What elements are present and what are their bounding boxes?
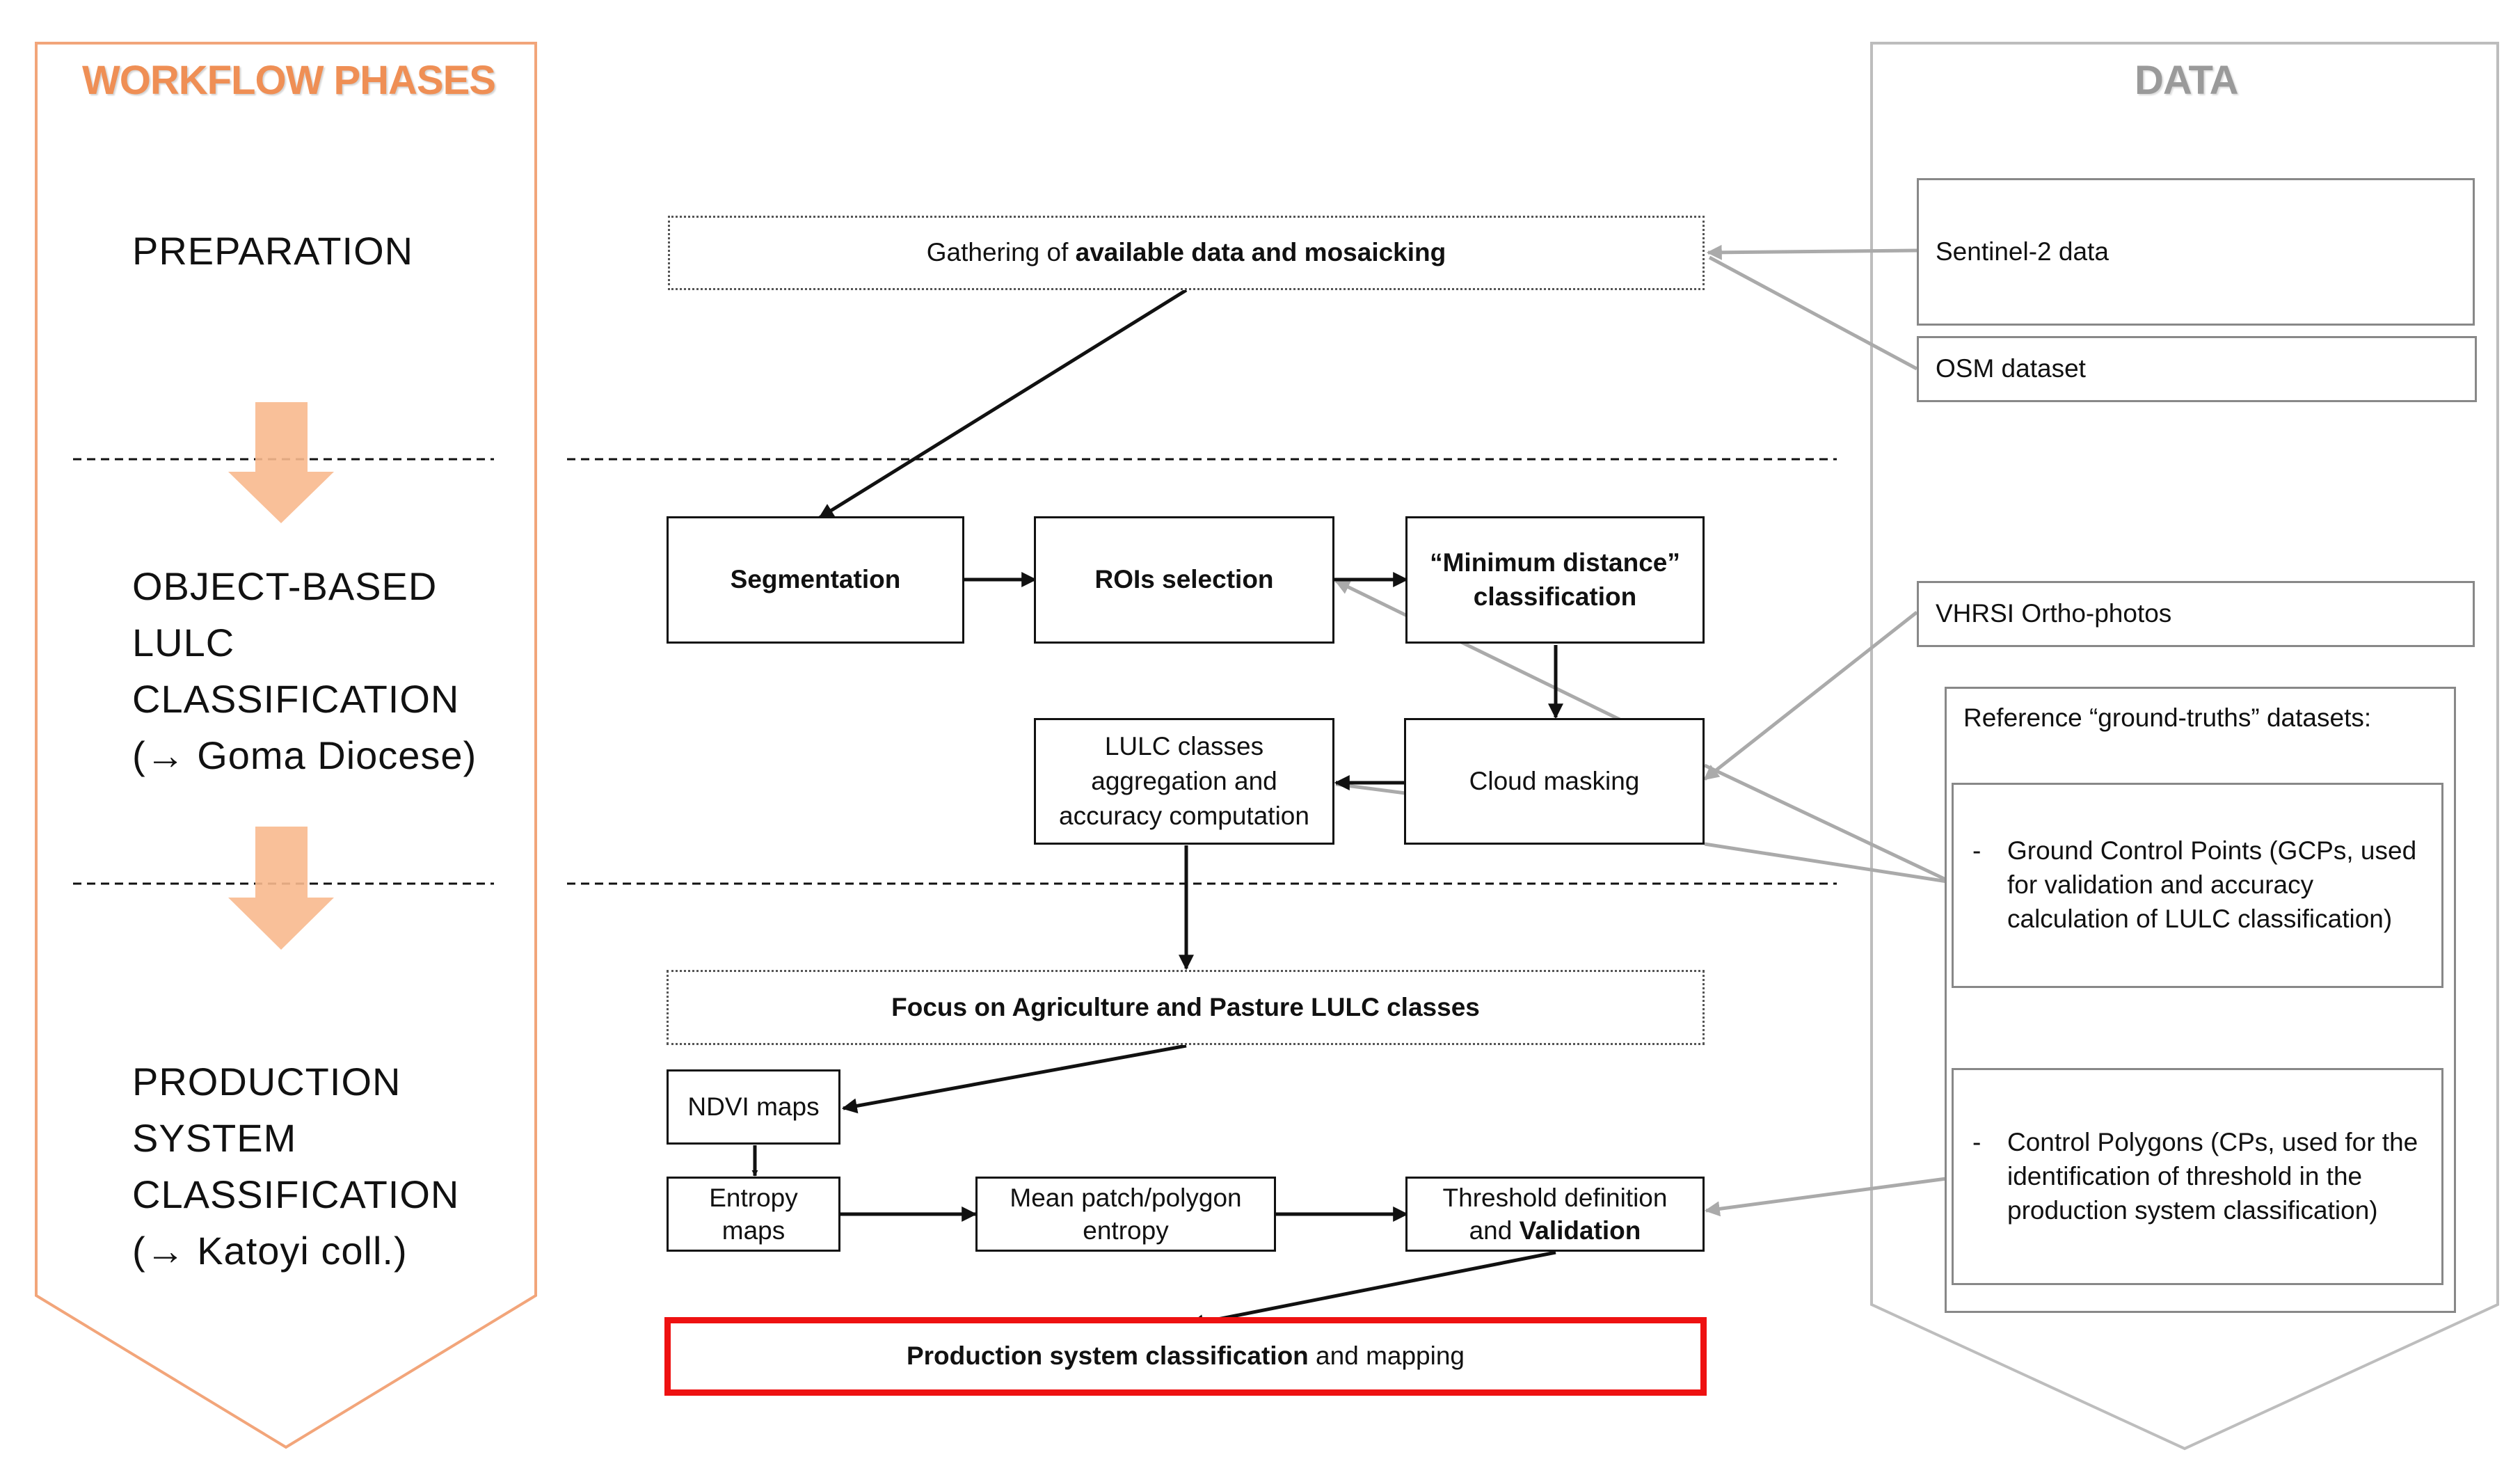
gcp-line-1: Ground Control Points (GCPs, used [2007,836,2417,865]
lulc-aggregation-box: LULC classes aggregation and accuracy co… [1034,718,1334,845]
phase-down-arrow-2 [228,827,334,950]
focus-to-ndvi-arrow [841,1044,1187,1114]
phase-production-system: PRODUCTION SYSTEM CLASSIFICATION (→ Kato… [132,1053,459,1279]
gcp-to-cloud-masking-lower-connector [1704,842,1952,884]
phase-production-line-2: SYSTEM [132,1116,297,1160]
phase-down-arrow-1 [228,402,334,523]
gcp-to-lulc-aggregation-connector [1335,782,1406,795]
gcp-line-3: calculation of LULC classification) [2007,905,2393,933]
segmentation-label: Segmentation [730,565,901,594]
phase-object-based-line-2: LULC [132,621,235,664]
phase-production-line-1: PRODUCTION [132,1060,401,1104]
phase-production-line-3: CLASSIFICATION [132,1172,460,1216]
ndvi-maps-label: NDVI maps [687,1092,820,1121]
mean-patch-entropy-box: Mean patch/polygon entropy [975,1177,1276,1252]
osm-to-gathering-connector [1708,255,1918,371]
rois-selection-box: ROIs selection [1034,516,1334,644]
gcp-to-cloud-masking-connector [1703,763,1953,884]
vhrsi-to-cloud-masking-connector [1703,611,1918,781]
data-heading: DATA [2135,58,2238,103]
gathering-text-bold: available data and mosaicking [1075,238,1446,267]
cp-line-1: Control Polygons (CPs, used for the [2007,1128,2418,1156]
lulc-aggregation-line-3: accuracy computation [1059,802,1309,831]
mean-patch-line-1: Mean patch/polygon [1010,1183,1242,1212]
sentinel-2-box: Sentinel-2 data [1917,178,2475,326]
lulc-aggregation-line-2: aggregation and [1091,766,1277,795]
gcp-line-2: for validation and accuracy [2007,870,2314,899]
segmentation-box: Segmentation [667,516,964,644]
osm-dataset-box: OSM dataset [1917,336,2477,402]
threshold-validation-box: Threshold definition and Validation [1405,1177,1705,1252]
workflow-phases-panel [35,42,537,1449]
cp-to-threshold-connector [1704,1176,1952,1217]
rois-selection-label: ROIs selection [1094,565,1274,594]
gcp-dash: - [1972,836,1981,865]
reference-datasets-title: Reference “ground-truths” datasets: [1963,703,2372,732]
sentinel-2-label: Sentinel-2 data [1936,237,2109,266]
min-distance-line-2: classification [1473,582,1637,611]
cp-line-2: identification of threshold in the [2007,1162,2363,1190]
vhrsi-label: VHRSI Ortho-photos [1936,599,2172,628]
data-panel [1870,42,2499,1451]
production-classification-box: Production system classification and map… [664,1317,1707,1396]
cp-line-3: production system classification) [2007,1196,2378,1225]
phase-object-based-lulc: OBJECT-BASED LULC CLASSIFICATION (→ Goma… [132,558,477,783]
production-classification-bold: Production system classification [906,1341,1309,1371]
cloud-masking-box: Cloud masking [1404,718,1705,845]
cp-box [1952,1068,2443,1285]
phase-object-based-line-1: OBJECT-BASED [132,564,438,608]
entropy-maps-line-2: maps [721,1216,785,1245]
reference-to-rois-connector [1334,579,1622,722]
cloud-masking-label: Cloud masking [1469,766,1640,795]
entropy-maps-box: Entropy maps [667,1177,840,1252]
focus-agriculture-label: Focus on Agriculture and Pasture LULC cl… [891,992,1480,1021]
min-distance-line-1: “Minimum distance” [1430,548,1680,577]
osm-dataset-label: OSM dataset [1936,354,2086,383]
gcp-box [1952,783,2443,988]
phase-preparation: PREPARATION [132,223,413,279]
phase-object-based-line-4: (→ Goma Diocese) [132,733,477,777]
mean-patch-line-2: entropy [1083,1216,1169,1245]
production-classification-text: and mapping [1308,1341,1465,1371]
entropy-maps-line-1: Entropy [709,1183,798,1212]
workflow-phases-heading: WORKFLOW PHASES [82,58,496,103]
vhrsi-box: VHRSI Ortho-photos [1917,581,2475,647]
phase-preparation-line: PREPARATION [132,229,414,273]
ndvi-maps-box: NDVI maps [667,1069,840,1145]
gathering-box: Gathering of available data and mosaicki… [668,216,1705,290]
threshold-line-1: Threshold definition [1442,1183,1668,1212]
gcp-text: - Ground Control Points (GCPs, used for … [1972,834,2417,936]
min-distance-classification-box: “Minimum distance” classification [1405,516,1705,644]
lulc-aggregation-line-1: LULC classes [1104,731,1264,760]
sentinel-to-gathering-connector [1706,244,1917,260]
threshold-line-2: and [1469,1216,1520,1245]
phase-production-line-4: (→ Katoyi coll.) [132,1229,408,1273]
threshold-to-production-arrow [1188,1250,1556,1330]
cp-dash: - [1972,1128,1981,1156]
cp-text: - Control Polygons (CPs, used for the id… [1972,1125,2418,1227]
focus-agriculture-box: Focus on Agriculture and Pasture LULC cl… [667,970,1705,1045]
phase-object-based-line-3: CLASSIFICATION [132,677,460,721]
gathering-to-segmentation-arrow [818,288,1188,520]
gathering-text: Gathering of [926,238,1076,267]
threshold-line-2-bold: Validation [1519,1216,1641,1245]
